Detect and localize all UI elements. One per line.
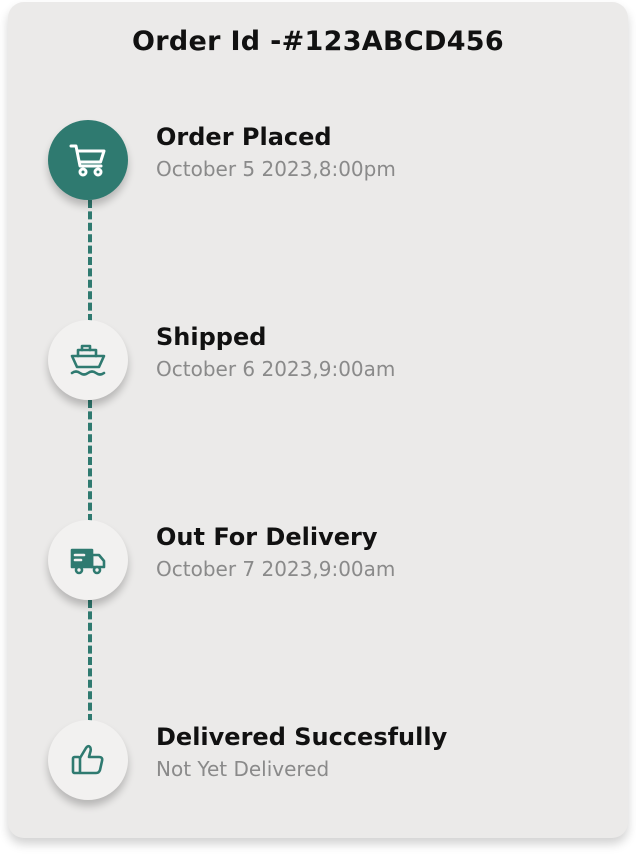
step-out-for-delivery: Out For Delivery October 7 2023,9:00am: [156, 522, 395, 582]
timeline-connector: [88, 600, 92, 722]
step-order-placed-marker: [48, 120, 128, 200]
order-id-title: Order Id -#123ABCD456: [132, 26, 504, 57]
step-title: Shipped: [156, 323, 267, 351]
step-title: Delivered Succesfully: [156, 723, 448, 751]
ship-icon: [68, 340, 108, 380]
shopping-cart-icon: [68, 140, 108, 180]
step-out-for-delivery-marker: [48, 520, 128, 600]
step-date: October 7 2023,9:00am: [156, 557, 396, 581]
step-title: Out For Delivery: [156, 523, 378, 551]
step-order-placed: Order Placed October 5 2023,8:00pm: [156, 122, 396, 182]
thumbs-up-icon: [68, 740, 108, 780]
step-delivered: Delivered Succesfully Not Yet Delivered: [156, 722, 447, 782]
order-tracking-card: Order Id -#123ABCD456 Order Placed Octob…: [8, 2, 628, 838]
step-delivered-marker: [48, 720, 128, 800]
step-status: Not Yet Delivered: [156, 757, 330, 781]
step-date: October 5 2023,8:00pm: [156, 157, 396, 181]
step-date: October 6 2023,9:00am: [156, 357, 396, 381]
step-shipped-marker: [48, 320, 128, 400]
step-shipped: Shipped October 6 2023,9:00am: [156, 322, 395, 382]
timeline-connector: [88, 200, 92, 322]
step-title: Order Placed: [156, 123, 332, 151]
timeline-connector: [88, 400, 92, 522]
delivery-truck-icon: [68, 540, 108, 580]
